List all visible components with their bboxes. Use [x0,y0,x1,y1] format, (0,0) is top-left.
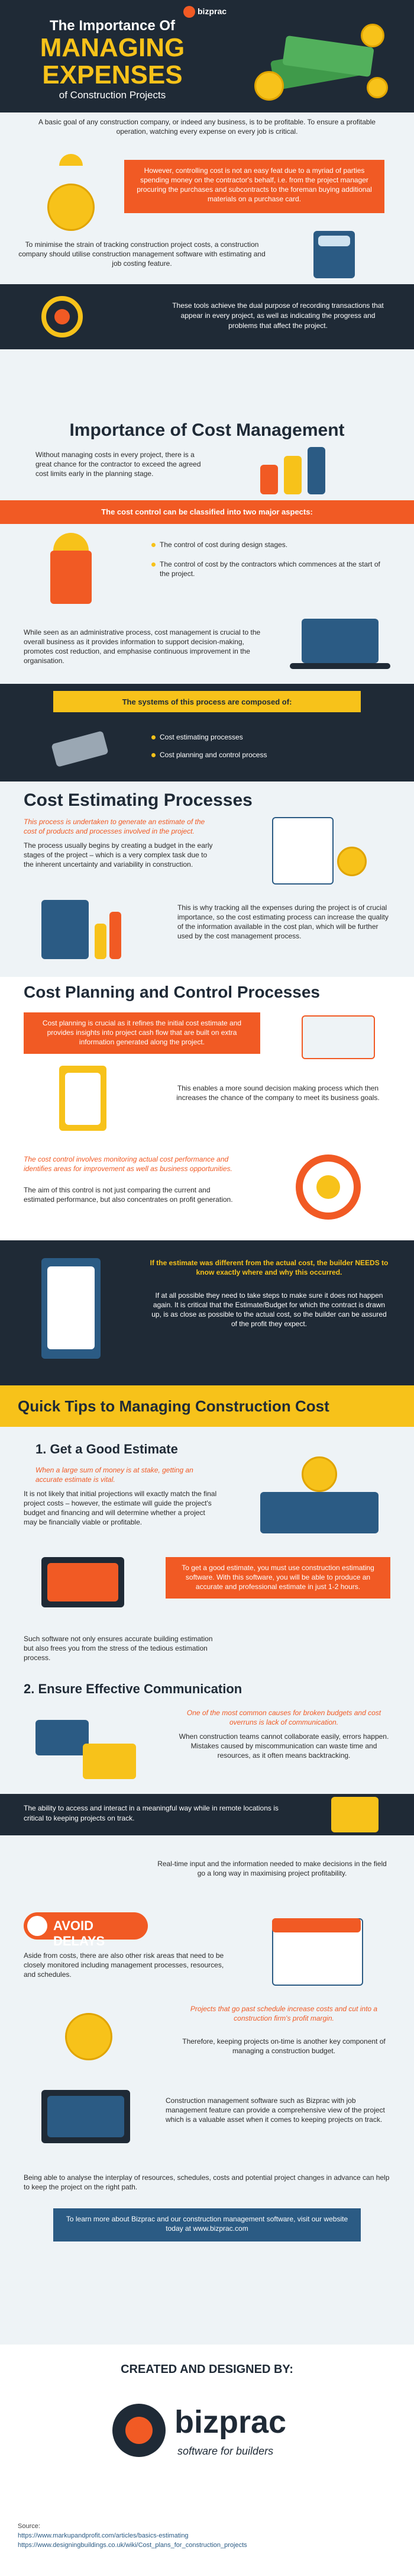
money-clock-illustration [35,2001,142,2078]
gears-illustration [30,290,95,343]
tip1-title: 1. Get a Good Estimate [35,1442,178,1456]
communication-illustration [24,1708,154,1785]
control-p2: The aim of this control is not just comp… [24,1186,233,1204]
money-graph-illustration [248,447,379,494]
worker-illustration [24,533,130,604]
importance-p2: While seen as an administrative process,… [24,628,261,665]
tip2-p2: Real-time input and the information need… [157,1860,387,1877]
avoid-delays-title: AVOID DELAYS [53,1918,105,1948]
clipboard-illustration [35,1066,130,1137]
documents-illustration [248,811,390,885]
tools-text: These tools achieve the dual purpose of … [172,301,384,330]
bizprac-logo: bizprac software for builders [112,2398,302,2469]
importance-title: Importance of Cost Management [69,420,345,440]
remote-text: The ability to access and interact in a … [24,1804,279,1822]
laptop-illustration [290,619,390,672]
tip1-orange-note: To get a good estimate, you must use con… [166,1557,390,1599]
control-lead: The cost control involves monitoring act… [24,1155,232,1173]
desktop-illustration [24,2090,148,2155]
section-cost-control: However, controlling cost is not an easy… [0,142,414,414]
hero-line2: MANAGING [40,33,185,62]
estimating-p1: The process usually begins by creating a… [24,841,213,869]
hero-line1: The Importance Of [49,18,176,34]
contractor-illustration [35,154,112,231]
section-planning: Cost Planning and Control Processes Cost… [0,977,414,1385]
clock-icon [27,1916,47,1936]
section-quick-tips: Quick Tips to Managing Construction Cost… [0,1385,414,2345]
estimate-band: If the estimate was different from the a… [0,1240,414,1385]
team-meeting-illustration [248,1616,390,1670]
checklist-illustration [24,1258,118,1365]
money-illustration [248,18,396,107]
tip2-lead: One of the most common causes for broken… [186,1709,381,1726]
trowel-illustration [35,725,124,773]
hero-section: bizprac The Importance Of MANAGING EXPEN… [0,0,414,112]
planning-note: Cost planning is crucial as it refines t… [24,1012,260,1054]
tip3-p1: Aside from costs, there are also other r… [24,1951,224,1979]
source-link-1[interactable]: https://www.markupandprofit.com/articles… [18,2532,189,2539]
tip1-p2: Such software not only ensures accurate … [24,1635,213,1662]
logo-text: bizprac [198,7,227,16]
tip2-title: 2. Ensure Effective Communication [24,1681,242,1696]
systems-title: The systems of this process are composed… [53,691,361,712]
quick-tips-title: Quick Tips to Managing Construction Cost [18,1397,329,1415]
planning-illustration [284,1009,390,1063]
systems-band: The systems of this process are composed… [0,684,414,782]
estimate-diff-note: If the estimate was different from the a… [150,1259,389,1276]
tip3-p4: Being able to analyse the interplay of r… [24,2173,390,2191]
field-illustration [24,1844,130,1903]
avoid-delays-badge: AVOID DELAYS [24,1912,148,1948]
estimate-steps-note: If at all possible they need to take ste… [151,1291,387,1328]
tip2-p1: When construction teams cannot collabora… [179,1732,389,1760]
tip1-p1: It is not likely that initial projection… [24,1490,217,1526]
estimating-lead: This process is undertaken to generate a… [24,818,205,835]
created-by-label: CREATED AND DESIGNED BY: [121,2363,293,2376]
calculator-chart-illustration [30,894,148,965]
system-estimating: Cost estimating processes [151,732,384,742]
tablet-illustration [319,1797,390,1832]
planning-title: Cost Planning and Control Processes [24,983,320,1001]
estimating-title: Cost Estimating Processes [24,790,253,810]
tip3-p2: Therefore, keeping projects on-time is a… [182,2037,386,2055]
section-importance: Importance of Cost Management Without ma… [0,414,414,782]
cta-box[interactable]: To learn more about Bizprac and our cons… [53,2208,361,2241]
tip3-lead: Projects that go past schedule increase … [190,2005,378,2022]
software-text: To minimise the strain of tracking const… [18,240,266,268]
estimate-desk-illustration [248,1445,390,1539]
cost-control-note: However, controlling cost is not an easy… [124,160,384,213]
cost-aspects-banner: The cost control can be classified into … [0,500,414,524]
calendar-illustration [248,1912,390,1989]
intro-text: A basic goal of any construction company… [38,118,376,136]
bizprac-logo-text: bizprac [174,2404,287,2440]
tools-band: These tools achieve the dual purpose of … [0,284,414,349]
bizprac-tagline: software for builders [177,2445,274,2457]
aspect-design-stage: The control of cost during design stages… [151,540,384,549]
planning-p1: This enables a more sound decision makin… [176,1084,380,1102]
footer: CREATED AND DESIGNED BY: bizprac softwar… [0,2345,414,2576]
quick-tips-banner [0,1385,414,1427]
importance-p1: Without managing costs in every project,… [35,451,201,478]
hero-line3: EXPENSES [42,60,183,89]
remote-band: The ability to access and interact in a … [0,1794,414,1835]
hero-line4: of Construction Projects [59,89,166,101]
calculator-illustration [290,231,384,278]
tip3-p3: Construction management software such as… [166,2096,385,2124]
bizprac-logo-small: bizprac [183,5,231,19]
estimating-p2: This is why tracking all the expenses du… [177,903,389,940]
software-laptop-illustration [24,1551,142,1622]
target-illustration [260,1149,390,1226]
intro-band: A basic goal of any construction company… [0,112,414,142]
tip1-lead: When a large sum of money is at stake, g… [35,1466,193,1484]
system-planning: Cost planning and control process [151,750,384,760]
source-link-2[interactable]: https://www.designingbuildings.co.uk/wik… [18,2542,247,2549]
source-label: Source: [18,2523,40,2530]
section-estimating: Cost Estimating Processes This process i… [0,782,414,977]
aspect-contractor: The control of cost by the contractors w… [151,559,384,578]
team-illustration [24,355,390,409]
